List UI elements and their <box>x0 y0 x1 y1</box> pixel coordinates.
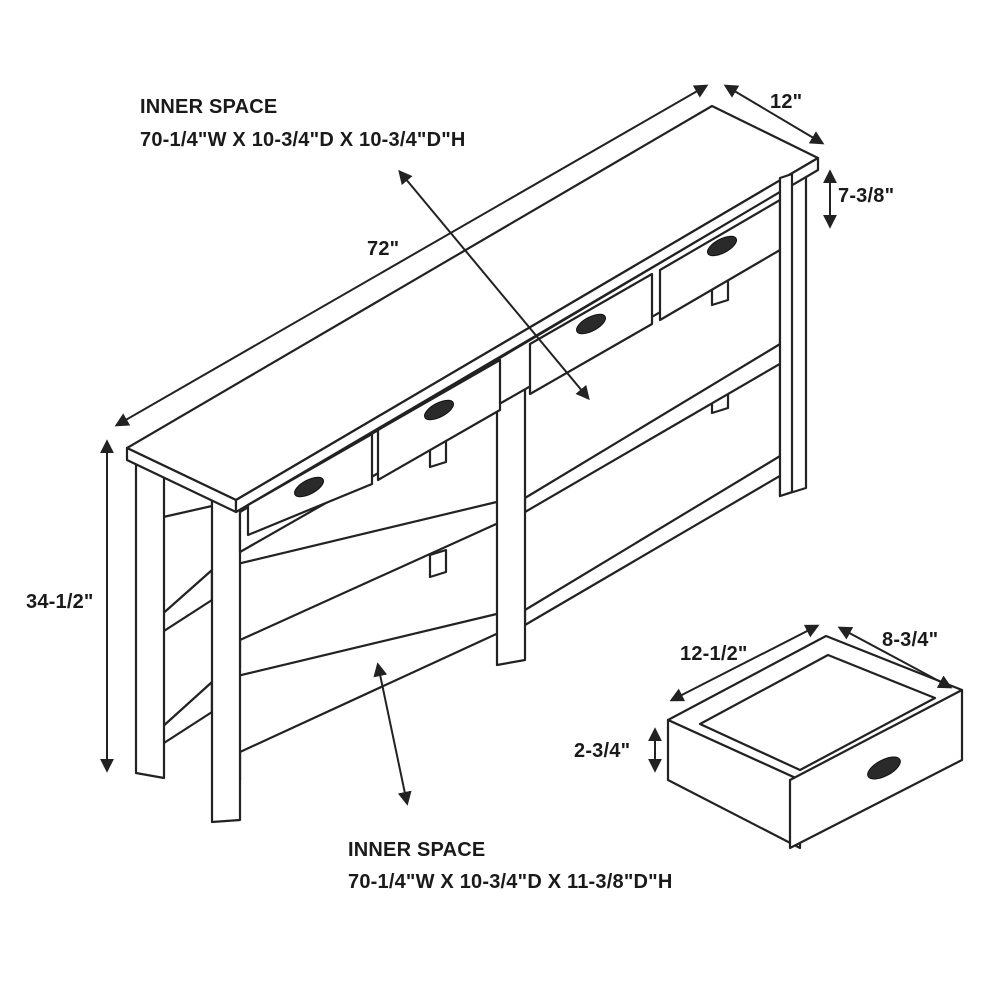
apron-height-label: 7-3/8" <box>838 185 895 207</box>
table-height-label: 34-1/2" <box>26 591 94 613</box>
inner-space-top-heading: INNER SPACE <box>140 96 278 118</box>
drawer-height-label: 2-3/4" <box>574 740 631 762</box>
front-left-back-leg <box>134 453 166 780</box>
drawer-1-handle <box>293 476 325 498</box>
inner-space-bottom-heading: INNER SPACE <box>348 839 486 861</box>
drawer-depth-dimension-line <box>837 626 953 689</box>
inner-space-top-dims: 70-1/4"W X 10-3/4"D X 10-3/4"D"H <box>140 129 466 151</box>
table-depth-label: 12" <box>770 91 803 113</box>
depth-dimension-line <box>723 84 825 145</box>
inner-space-top-arrow <box>398 169 590 401</box>
front-left-leg <box>210 496 242 824</box>
drawer-width-label: 12-1/2" <box>680 643 748 665</box>
inner-space-bottom-dims: 70-1/4"W X 10-3/4"D X 11-3/8"D"H <box>348 871 673 893</box>
table-width-label: 72" <box>367 238 400 260</box>
drawer-depth-label: 8-3/4" <box>882 629 939 651</box>
drawer-detail <box>666 634 964 850</box>
inner-space-bottom-arrow <box>373 662 412 806</box>
bottom-shelf-left <box>210 610 507 782</box>
drawer-left-side <box>666 718 802 850</box>
drawer-width-dimension-line <box>669 624 820 702</box>
drawer-detail-handle <box>867 756 901 780</box>
